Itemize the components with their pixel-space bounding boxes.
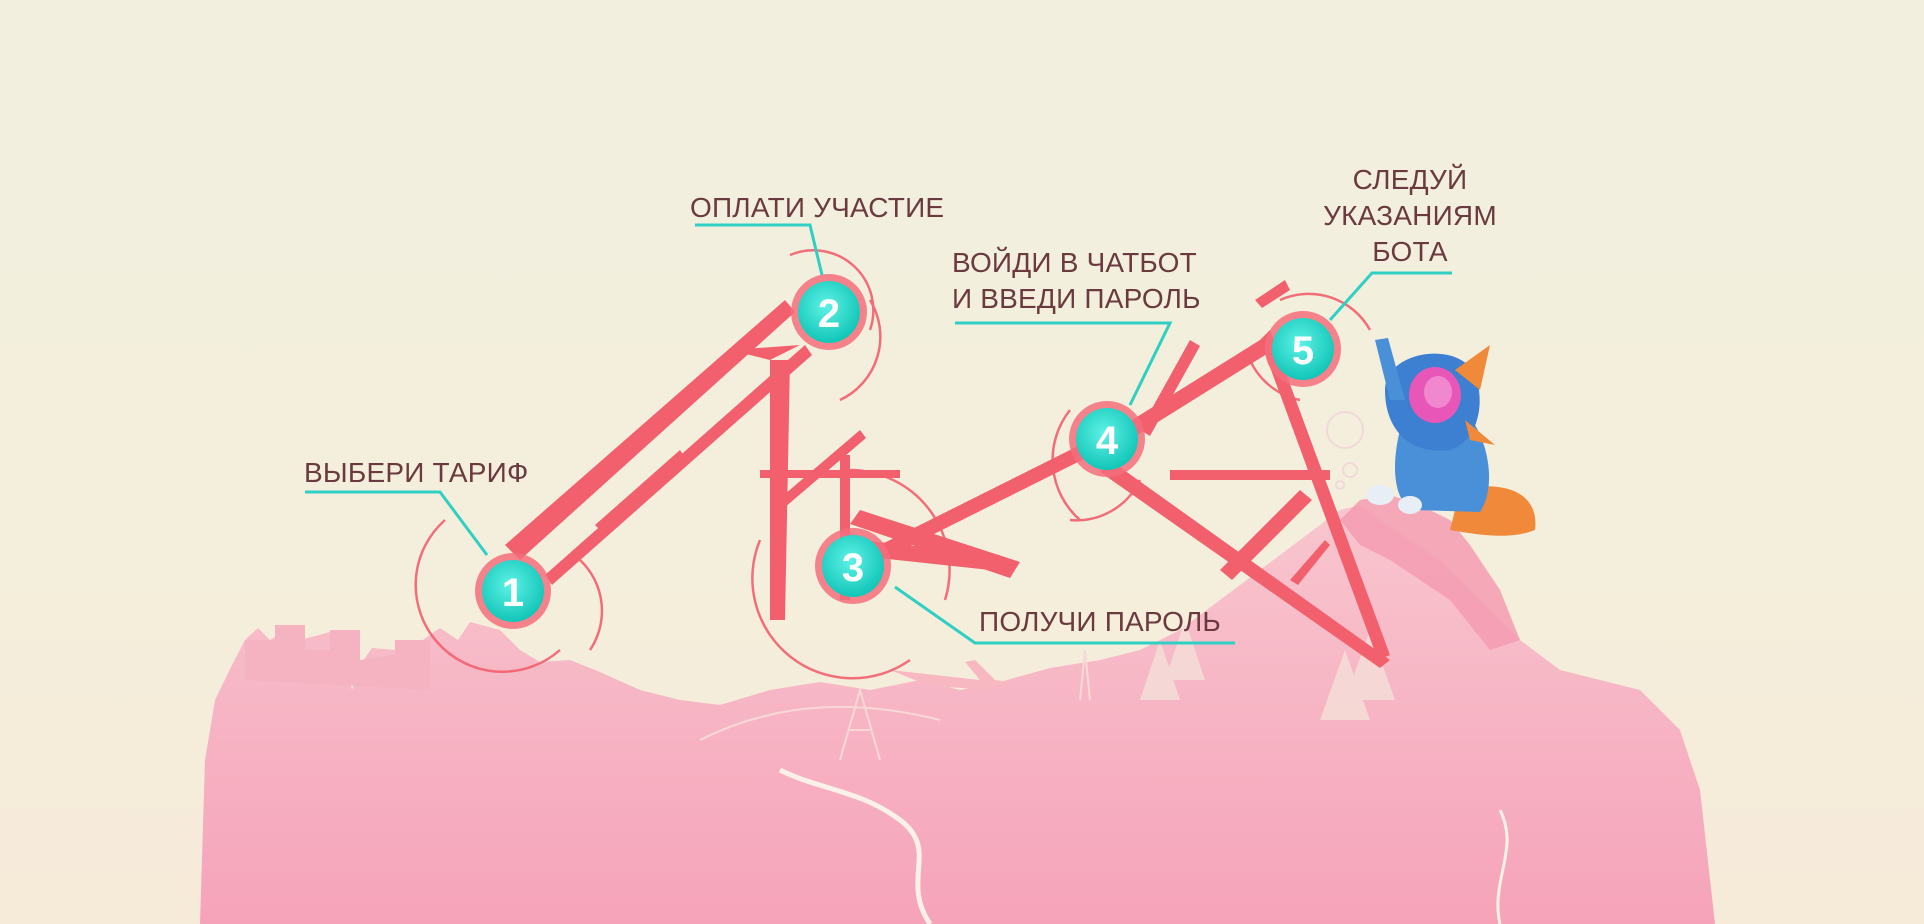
step-badge-1: 1 [475, 553, 551, 629]
leader-lines [305, 223, 1452, 645]
step-badge-2: 2 [791, 274, 867, 350]
step-label-1: ВЫБЕРИ ТАРИФ [304, 455, 528, 491]
step-label-4-line-1: ВОЙДИ В ЧАТБОТ [952, 247, 1197, 278]
leader-line-1 [305, 490, 489, 556]
decorative-arcs [414, 249, 1372, 680]
step-number-3: 3 [842, 546, 864, 590]
step-badge-4: 4 [1069, 401, 1145, 477]
leader-line-4 [955, 321, 1173, 406]
hooded-cat-mascot-icon [1326, 338, 1536, 536]
step-label-1-line-1: ВЫБЕРИ ТАРИФ [304, 457, 529, 488]
route-path [505, 280, 1390, 668]
step-badge-5: 5 [1265, 311, 1341, 387]
leader-line-5 [1328, 271, 1452, 321]
landscape-silhouette [200, 495, 1715, 924]
step-number-2: 2 [818, 292, 840, 336]
step-label-4: ВОЙДИ В ЧАТБОТ И ВВЕДИ ПАРОЛЬ [952, 245, 1201, 317]
step-label-4-line-2: И ВВЕДИ ПАРОЛЬ [952, 283, 1201, 314]
step-badge-3: 3 [815, 528, 891, 604]
step-label-5-line-2: УКАЗАНИЯМ [1323, 200, 1497, 231]
step-label-3-line-1: ПОЛУЧИ ПАРОЛЬ [979, 606, 1221, 637]
step-label-3: ПОЛУЧИ ПАРОЛЬ [979, 604, 1221, 640]
step-label-2: ОПЛАТИ УЧАСТИЕ [690, 190, 944, 226]
step-number-1: 1 [502, 571, 524, 615]
leader-line-2 [695, 223, 824, 276]
step-label-2-line-1: ОПЛАТИ УЧАСТИЕ [690, 192, 945, 223]
step-number-4: 4 [1096, 419, 1119, 463]
step-label-5-line-1: СЛЕДУЙ [1352, 164, 1468, 195]
step-label-5-line-3: БОТА [1372, 236, 1448, 267]
step-number-5: 5 [1292, 329, 1314, 373]
leader-line-3 [894, 585, 1235, 645]
step-label-5: СЛЕДУЙ УКАЗАНИЯМ БОТА [1300, 162, 1520, 270]
